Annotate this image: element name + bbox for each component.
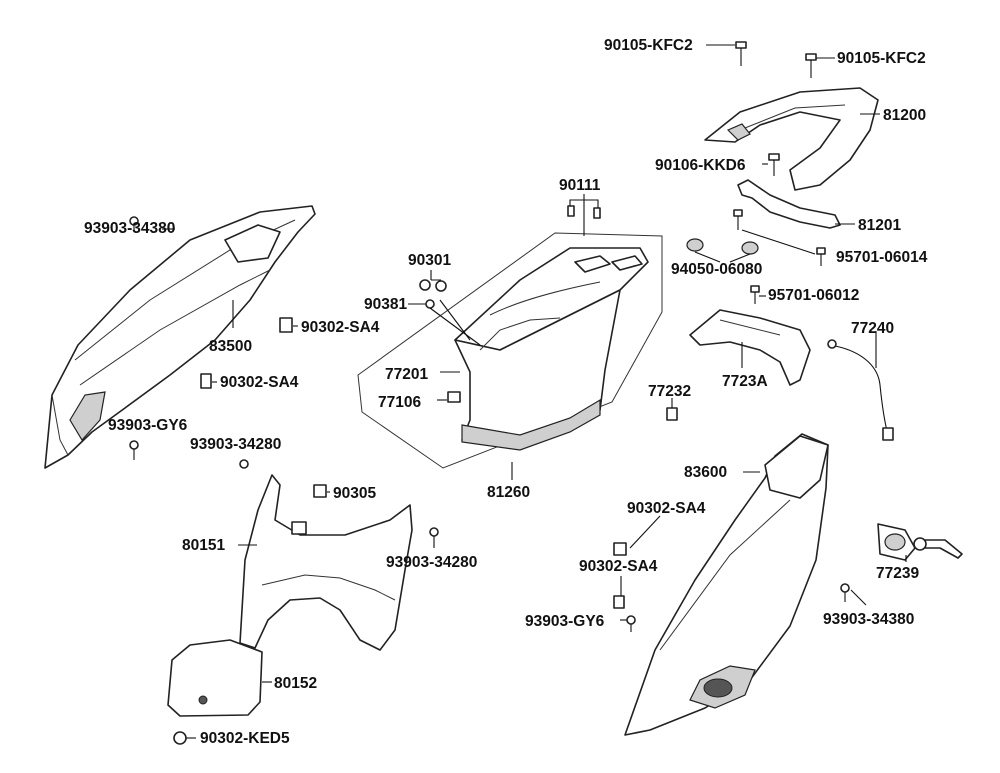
label-90302-sa4-c: 90302-SA4 [627, 500, 706, 517]
label-80151: 80151 [182, 537, 225, 554]
label-93903-34280-b: 93903-34280 [386, 554, 477, 571]
label-95701-06014: 95701-06014 [836, 249, 928, 266]
label-90105-kfc2-a: 90105-KFC2 [604, 37, 693, 54]
part-key-set [877, 523, 963, 561]
label-93903-34380-b: 93903-34380 [823, 611, 914, 628]
label-80152: 80152 [274, 675, 317, 692]
part-body-cover-right [624, 433, 829, 736]
label-93903-gy6-b: 93903-GY6 [525, 613, 605, 630]
label-93903-gy6-a: 93903-GY6 [108, 417, 188, 434]
label-90302-sa4-b: 90302-SA4 [220, 374, 299, 391]
part-inner-cover [239, 474, 413, 651]
label-95701-06012: 95701-06012 [768, 287, 859, 304]
fasteners [129, 41, 850, 745]
label-90302-sa4-d: 90302-SA4 [579, 558, 658, 575]
label-90301: 90301 [408, 252, 451, 269]
label-7723a: 7723A [722, 373, 768, 390]
label-93903-34380-a: 93903-34380 [84, 220, 175, 237]
part-luggage-box [357, 232, 663, 469]
label-90106-kkd6: 90106-KKD6 [655, 157, 746, 174]
label-90381: 90381 [364, 296, 407, 313]
label-77240: 77240 [851, 320, 894, 337]
part-number-labels: 90105-KFC2 90105-KFC2 81200 90106-KKD6 9… [84, 37, 928, 747]
label-77106: 77106 [378, 394, 421, 411]
label-81200: 81200 [883, 107, 926, 124]
leader-lines [162, 44, 907, 739]
part-seat-lock-bracket [689, 309, 811, 386]
label-94050-06080: 94050-06080 [671, 261, 762, 278]
label-77239: 77239 [876, 565, 919, 582]
part-inspection-lid [167, 639, 263, 717]
label-77201: 77201 [385, 366, 428, 383]
part-seat-lock-cable [827, 339, 894, 441]
label-77232: 77232 [648, 383, 691, 400]
label-83600: 83600 [684, 464, 727, 481]
label-90305: 90305 [333, 485, 376, 502]
label-81201: 81201 [858, 217, 901, 234]
label-90105-kfc2-b: 90105-KFC2 [837, 50, 926, 67]
label-81260: 81260 [487, 484, 530, 501]
label-90302-sa4-a: 90302-SA4 [301, 319, 380, 336]
label-90302-ked5: 90302-KED5 [200, 730, 290, 747]
label-83500: 83500 [209, 338, 252, 355]
part-bracket [737, 179, 841, 229]
label-93903-34280-a: 93903-34280 [190, 436, 281, 453]
label-90111: 90111 [559, 177, 601, 194]
part-rear-carrier [704, 87, 879, 191]
part-body-cover-left [44, 205, 316, 469]
